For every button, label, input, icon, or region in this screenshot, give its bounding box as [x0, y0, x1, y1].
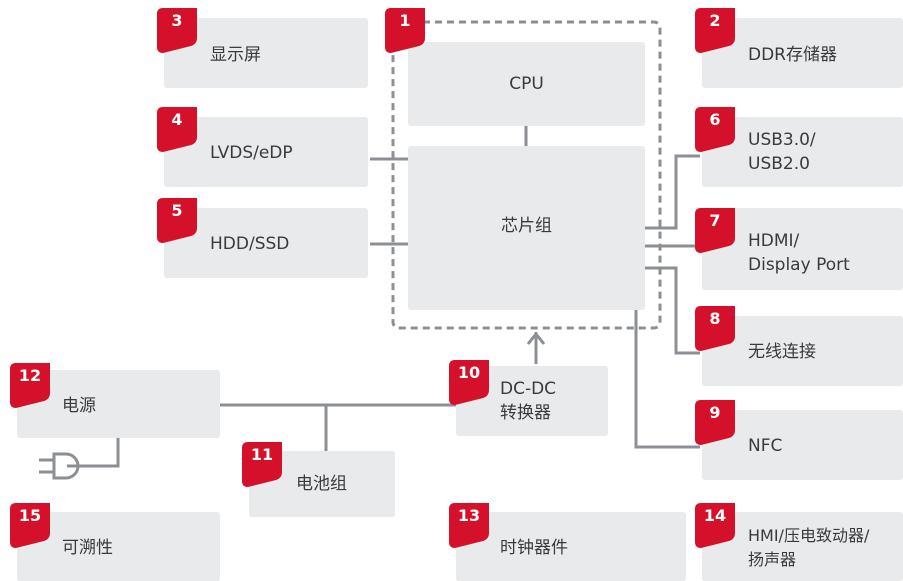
badge-6: 6	[695, 107, 735, 152]
badge-1: 1	[385, 8, 425, 53]
badge-12: 12	[10, 363, 50, 408]
badge-9: 9	[695, 400, 735, 445]
badge-8: 8	[695, 306, 735, 351]
badge-4: 4	[157, 107, 197, 152]
badge-5: 5	[157, 198, 197, 243]
traceability-box	[17, 512, 220, 581]
ddr-box	[702, 18, 903, 88]
usb-label: USB3.0/USB2.0	[748, 130, 816, 174]
wireless-link	[645, 266, 700, 355]
lvds-label: LVDS/eDP	[210, 143, 293, 163]
badge-10: 10	[449, 360, 489, 405]
chip-boundary-dashed	[391, 20, 662, 330]
usb-link	[645, 154, 700, 230]
hdmi-label: HDMI/Display Port	[748, 231, 850, 275]
plug-icon	[52, 452, 80, 480]
display-box	[164, 18, 368, 88]
battery-label: 电池组	[296, 474, 347, 494]
hmi-box	[702, 512, 903, 581]
clock-box	[456, 512, 686, 581]
badge-3: 3	[157, 8, 197, 53]
cpu-box	[408, 42, 645, 126]
badge-15: 15	[10, 503, 50, 548]
badge-11: 11	[242, 442, 282, 487]
hdd-label: HDD/SSD	[210, 234, 290, 254]
arrow-head	[526, 331, 546, 345]
hmi-label: HMI/压电致动器/扬声器	[748, 526, 870, 569]
hdmi-box	[702, 208, 903, 290]
display-label: 显示屏	[210, 45, 261, 65]
chipset-label: 芯片组	[501, 216, 552, 236]
hdd-box	[164, 208, 368, 278]
nfc-link	[634, 310, 700, 449]
clock-label: 时钟器件	[500, 538, 568, 558]
cpu-label: CPU	[509, 74, 544, 94]
nfc-box	[702, 410, 903, 480]
badge-14: 14	[695, 503, 735, 548]
wireless-box	[702, 316, 903, 386]
power-box	[17, 370, 220, 438]
badge-13: 13	[449, 503, 489, 548]
usb-box	[702, 117, 903, 187]
wireless-label: 无线连接	[748, 342, 816, 362]
badge-2: 2	[695, 8, 735, 53]
traceability-label: 可溯性	[62, 538, 113, 558]
lvds-box	[164, 117, 368, 187]
nfc-label: NFC	[748, 436, 783, 456]
power-label: 电源	[62, 396, 96, 416]
ddr-label: DDR存储器	[748, 45, 837, 65]
chipset-box	[408, 146, 645, 310]
badge-7: 7	[695, 208, 735, 253]
plug-link	[67, 438, 120, 468]
